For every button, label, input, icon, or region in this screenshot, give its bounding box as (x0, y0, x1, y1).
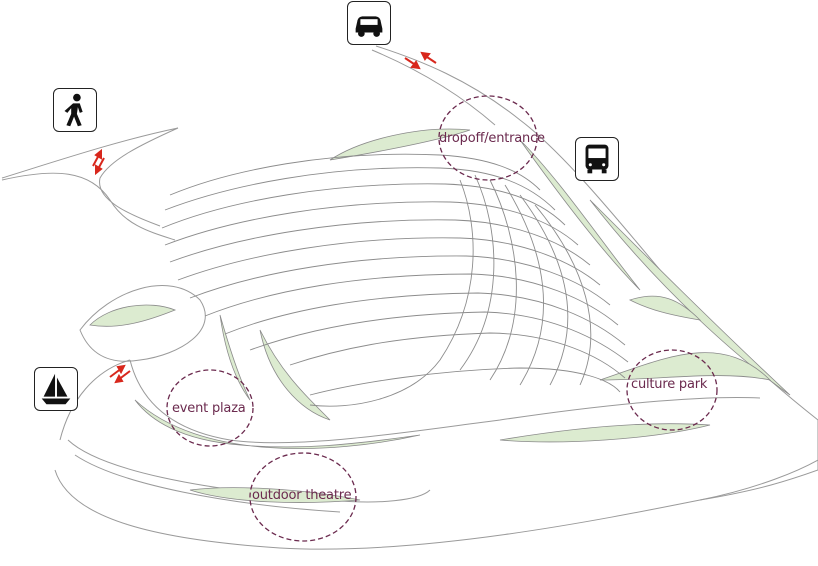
sailboat-icon (34, 367, 78, 411)
terrain-outline (1, 45, 818, 550)
pedestrian-route-arrows (92, 148, 105, 176)
zone-circle-event-plaza (166, 369, 254, 447)
zone-label-event-plaza: event plaza (172, 401, 246, 416)
building-roof-ribbons (161, 153, 629, 407)
zone-circle-culture-park (626, 349, 718, 431)
zone-label-dropoff: dropoff/entrance (439, 131, 545, 146)
zone-circle-dropoff (438, 95, 538, 181)
car-route-arrows (404, 51, 437, 70)
zone-label-outdoor-theatre: outdoor theatre (252, 488, 352, 503)
traffic-arrows (92, 51, 437, 384)
boat-route-arrows (109, 364, 131, 384)
zone-label-culture-park: culture park (631, 377, 708, 392)
car-icon (347, 1, 391, 45)
pedestrian-icon (53, 88, 97, 132)
zone-circles (166, 95, 718, 542)
bus-icon (575, 137, 619, 181)
zone-circle-outdoor-theatre (249, 452, 357, 542)
green-landscape-areas (89, 128, 791, 503)
